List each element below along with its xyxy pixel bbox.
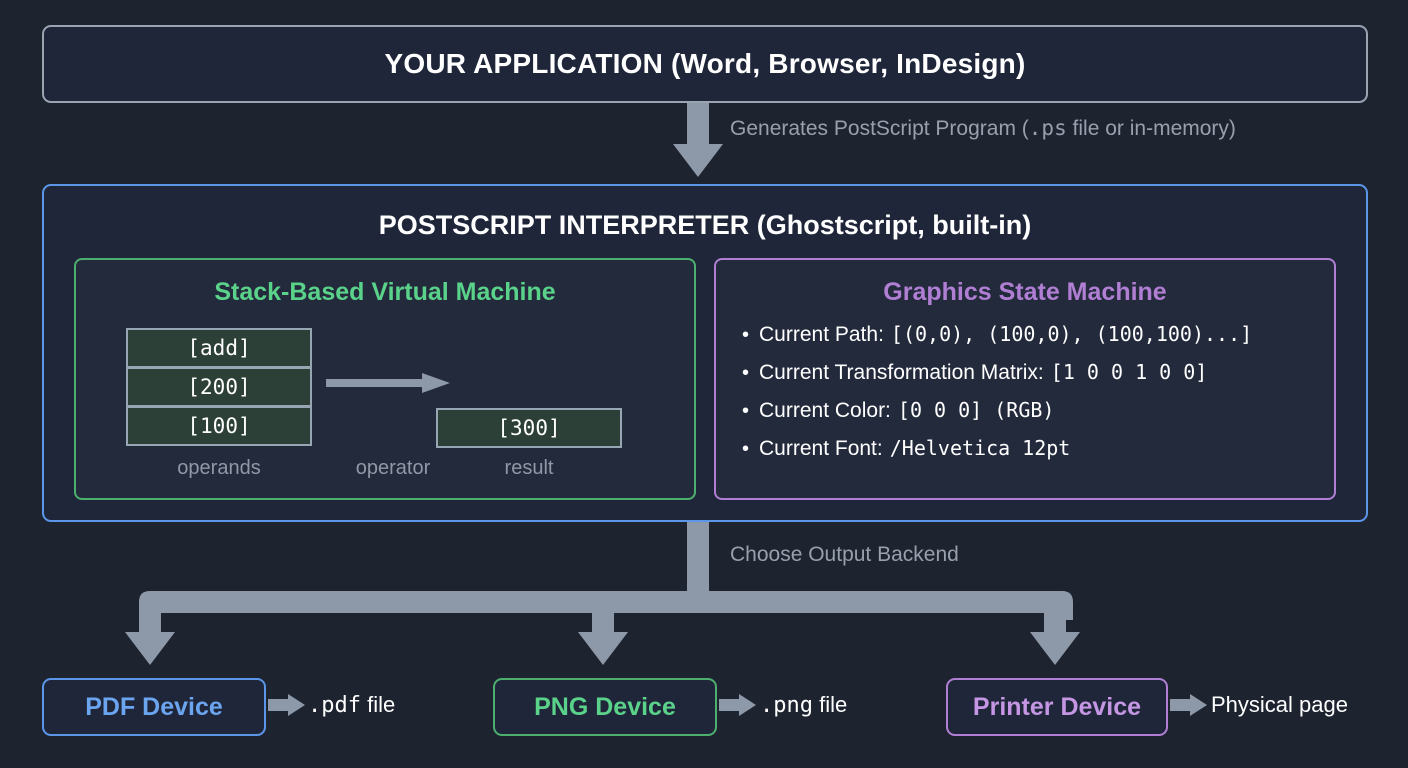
stack-cell: [200] (126, 367, 312, 407)
caption-operator: operator (355, 457, 431, 479)
pdf-output-extension: .pdf (308, 693, 361, 718)
pdf-output-label: .pdf file (308, 692, 395, 718)
result-cell: [300] (436, 408, 622, 448)
bullet-icon: • (742, 438, 750, 460)
printer-device-label: Printer Device (972, 692, 1142, 721)
stack-virtual-machine-panel[interactable]: Stack-Based Virtual Machine [add] [200] … (74, 258, 696, 500)
list-item: • Current Color: [0 0 0] (RGB) (742, 398, 1324, 423)
vm-panel-title: Stack-Based Virtual Machine (214, 278, 556, 306)
graphics-state-machine-panel[interactable]: Graphics State Machine • Current Path: [… (714, 258, 1336, 500)
png-output-label: .png file (760, 692, 847, 718)
gs-item-label: Current Font: (759, 437, 883, 460)
printer-device-box[interactable]: Printer Device (946, 678, 1168, 736)
printer-output-label: Physical page (1211, 692, 1348, 718)
stack-cell: [100] (126, 406, 312, 446)
arrow-png-to-file (719, 694, 756, 716)
arrow-app-to-interpreter (673, 100, 723, 177)
edge-label-mono-ps: .ps (1028, 116, 1067, 140)
stack-cell: [add] (126, 328, 312, 368)
png-device-box[interactable]: PNG Device (493, 678, 717, 736)
application-title: YOUR APPLICATION (Word, Browser, InDesig… (384, 48, 1026, 79)
gs-item-value: [0 0 0] (RGB) (897, 398, 1055, 422)
bullet-icon: • (742, 400, 750, 422)
gs-panel-title: Graphics State Machine (883, 278, 1167, 306)
gs-item-value: /Helvetica 12pt (889, 436, 1071, 460)
pdf-device-label: PDF Device (85, 692, 223, 721)
postscript-interpreter-box[interactable]: POSTSCRIPT INTERPRETER (Ghostscript, bui… (42, 184, 1368, 522)
interpreter-title: POSTSCRIPT INTERPRETER (Ghostscript, bui… (378, 210, 1032, 240)
right-arrow-icon (326, 373, 450, 393)
bullet-icon: • (742, 324, 750, 346)
edge-label-prefix: Generates PostScript Program ( (730, 117, 1029, 140)
your-application-box[interactable]: YOUR APPLICATION (Word, Browser, InDesig… (42, 25, 1368, 103)
gs-item-value: [1 0 0 1 0 0] (1050, 360, 1208, 384)
arrow-interpreter-to-branch (125, 519, 1080, 665)
gs-item-label: Current Transformation Matrix: (759, 361, 1044, 384)
pdf-output-text: file (360, 692, 396, 717)
edge-label-choose-output-backend: Choose Output Backend (730, 543, 959, 566)
gs-item-value: [(0,0), (100,0), (100,100)...] (890, 322, 1253, 346)
operand-stack: [add] [200] [100] (126, 328, 312, 446)
gs-item-label: Current Path: (759, 323, 884, 346)
bullet-icon: • (742, 362, 750, 384)
caption-result: result (504, 457, 554, 479)
gs-item-label: Current Color: (759, 399, 891, 422)
list-item: • Current Font: /Helvetica 12pt (742, 436, 1324, 461)
arrow-pdf-to-file (268, 694, 305, 716)
arrow-printer-to-page (1170, 694, 1207, 716)
png-output-extension: .png (760, 693, 813, 718)
edge-label-suffix: file or in-memory) (1066, 117, 1236, 140)
edge-label-generates-postscript: Generates PostScript Program (.ps file o… (730, 116, 1236, 141)
png-device-label: PNG Device (534, 692, 676, 721)
pdf-device-box[interactable]: PDF Device (42, 678, 266, 736)
graphics-state-list: • Current Path: [(0,0), (100,0), (100,10… (742, 322, 1324, 474)
caption-operands: operands (177, 457, 261, 479)
printer-output-text: Physical page (1211, 692, 1348, 717)
list-item: • Current Transformation Matrix: [1 0 0 … (742, 360, 1324, 385)
list-item: • Current Path: [(0,0), (100,0), (100,10… (742, 322, 1324, 347)
png-output-text: file (812, 692, 848, 717)
